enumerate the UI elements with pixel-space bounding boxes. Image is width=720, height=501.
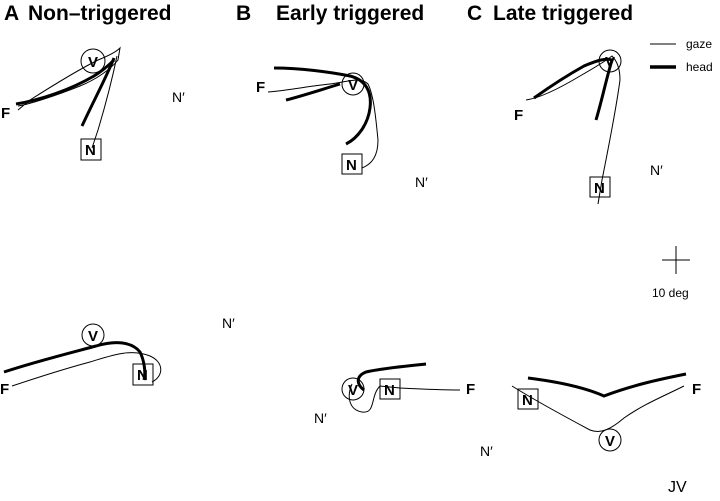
trial-c-top: V N F N′ [514,49,663,205]
target-n-box [517,388,539,410]
scale-bar: 10 deg [652,246,690,300]
gaze-trace [348,383,461,413]
fixation-f-label: F [256,79,265,96]
head-trace [80,57,116,127]
trial-c-bottom: V N F N′ [480,372,701,459]
panel-letter-c: C [467,2,482,25]
gaze-trace [11,352,162,387]
head-trace [594,59,614,121]
target-n-box [341,153,363,175]
panel-letter-b: B [236,2,251,25]
gaze-trace [17,46,121,111]
head-trace [15,58,116,106]
target-n-box [132,363,154,386]
target-n-prime-label: N′ [314,410,327,426]
panel-title-c: C Late triggered [467,2,633,25]
scale-bar-label: 10 deg [652,286,689,300]
gaze-trace [267,79,379,169]
target-v-circle [598,428,622,452]
target-n-prime-label: N′ [480,443,493,459]
fixation-f-label: F [1,105,10,122]
target-n-label: N [384,382,395,399]
fixation-f-label: F [466,381,475,398]
target-n-box [589,176,611,198]
subject-initials: JV [668,479,687,496]
target-v-circle [341,377,365,401]
trial-b-bottom: V N F N′ [314,362,475,426]
fixation-f-label: F [514,107,523,124]
panel-name-c: Late triggered [493,2,633,25]
panel-name-a: Non–triggered [28,2,172,25]
head-trace [356,362,427,392]
trial-b-top: V N F N′ [256,66,428,190]
head-trace [527,372,687,398]
target-n-label: N [137,367,148,384]
panel-title-a: A Non–triggered [4,2,172,25]
fixation-f-label: F [692,381,701,398]
target-v-label: V [348,382,358,399]
trial-a-bottom: V N F N′ [0,315,235,398]
head-trace [285,82,341,102]
head-trace [3,341,147,381]
target-n-prime-label: N′ [172,89,185,105]
legend-head-label: head [686,60,713,74]
target-n-label: N [522,392,533,409]
panel-title-b: B Early triggered [236,2,424,25]
panel-name-b: Early triggered [276,2,424,25]
gaze-trace [91,55,118,149]
target-n-label: N [594,180,605,197]
panel-letter-a: A [4,2,19,25]
head-trace [533,57,613,100]
target-n-prime-label: N′ [222,315,235,331]
target-v-label: V [88,328,98,345]
head-trace [273,66,372,146]
trial-a-top: V N F N′ [1,46,185,161]
legend-gaze-label: gaze [686,37,712,51]
target-v-label: V [605,54,615,71]
target-v-label: V [605,433,615,450]
target-v-circle [341,72,365,96]
target-v-circle [80,48,106,74]
legend: gaze head [650,37,713,74]
target-v-label: V [348,77,358,94]
target-n-prime-label: N′ [415,174,428,190]
target-n-box [80,138,102,161]
target-v-circle [598,49,622,73]
fixation-f-label: F [0,381,9,398]
target-v-circle [81,323,105,347]
target-n-prime-label: N′ [650,162,663,178]
target-n-box [379,378,401,400]
target-n-label: N [346,157,357,174]
target-v-label: V [88,54,98,71]
target-n-label: N [85,142,96,159]
gaze-trace [525,55,621,205]
